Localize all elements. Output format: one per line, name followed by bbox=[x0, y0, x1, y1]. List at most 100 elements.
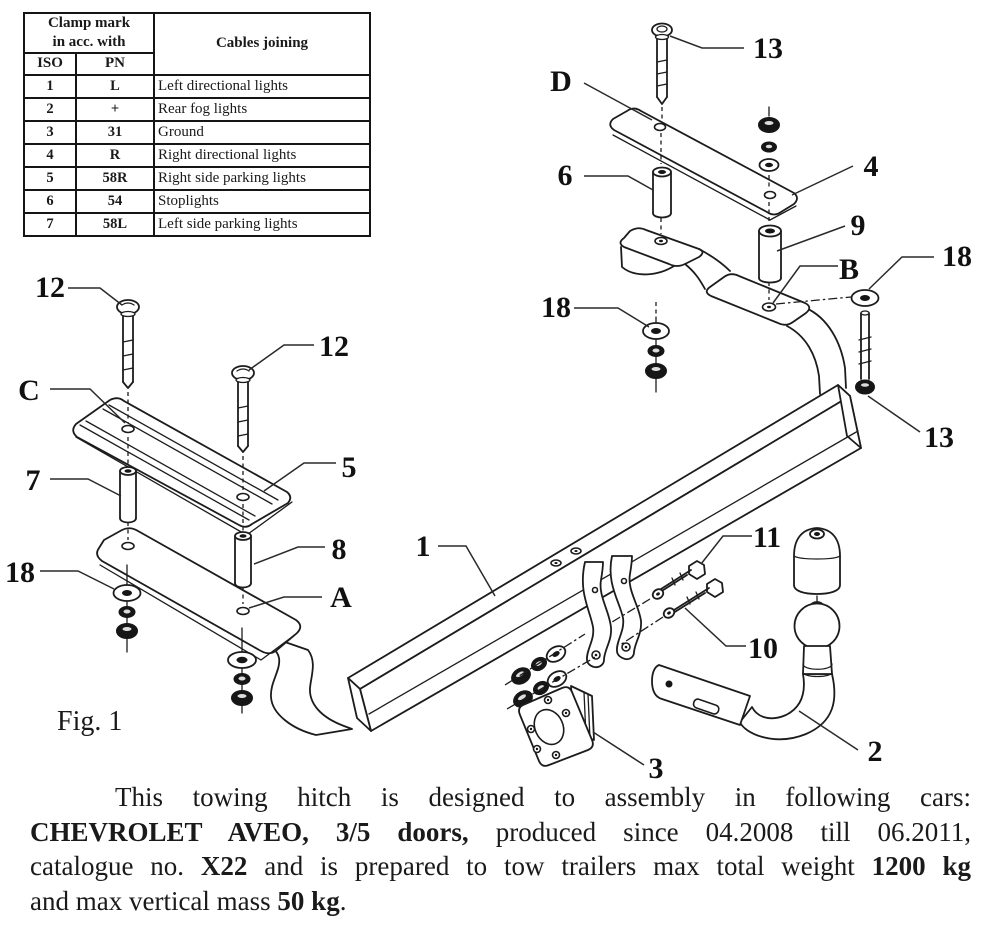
bolt-11 bbox=[651, 560, 706, 600]
clamp-mark-table: Clamp mark in acc. with Cables joining I… bbox=[23, 12, 371, 237]
part-label-B: B bbox=[839, 253, 859, 286]
leader-line-18 bbox=[868, 256, 934, 290]
cable-cell: Rear fog lights bbox=[153, 96, 371, 122]
pn-cell: 31 bbox=[75, 119, 155, 145]
leader-line-A bbox=[248, 596, 322, 609]
alignment-lines bbox=[127, 107, 852, 710]
leader-line-1 bbox=[438, 545, 496, 597]
bold-text: CHEVROLET AVEO, 3/5 doors, bbox=[30, 816, 469, 847]
pn-header: PN bbox=[75, 51, 155, 76]
paragraph-line-1: This towing hitch is designed to assembl… bbox=[30, 780, 971, 815]
part-label-12: 12 bbox=[35, 271, 65, 304]
towball bbox=[651, 527, 841, 741]
cable-cell: Right side parking lights bbox=[153, 165, 371, 191]
clamp-plate-a bbox=[96, 527, 302, 661]
part-label-7: 7 bbox=[26, 464, 41, 497]
iso-cell: 3 bbox=[23, 119, 77, 145]
cables-joining-header: Cables joining bbox=[153, 12, 371, 76]
washer-stack-a bbox=[227, 627, 257, 714]
leader-line-C bbox=[50, 388, 126, 424]
table-subheader-row: ISO PN bbox=[23, 51, 370, 76]
pn-cell: 58L bbox=[75, 211, 155, 237]
cable-cell: Right directional lights bbox=[153, 142, 371, 168]
text: This towing hitch is designed to assembl… bbox=[115, 782, 971, 812]
clamp-mark-header: Clamp mark in acc. with bbox=[23, 12, 155, 54]
text: . bbox=[339, 885, 347, 916]
iso-cell: 1 bbox=[23, 73, 77, 99]
pn-cell: L bbox=[75, 73, 155, 99]
leader-line-9 bbox=[776, 225, 846, 252]
description-paragraph: This towing hitch is designed to assembl… bbox=[30, 780, 971, 918]
washer-18-right bbox=[850, 289, 880, 307]
text: produced since 04.2008 till 06.2011, bbox=[468, 816, 971, 847]
part-label-2: 2 bbox=[868, 735, 883, 768]
part-label-6: 6 bbox=[558, 159, 573, 192]
pn-cell: 54 bbox=[75, 188, 155, 214]
leader-line-8 bbox=[253, 546, 325, 565]
bold-text: 50 kg bbox=[277, 885, 340, 916]
washer-stack-center bbox=[642, 302, 670, 393]
socket-plate bbox=[518, 685, 595, 767]
leader-line-7 bbox=[50, 478, 122, 497]
bolt-12-left bbox=[116, 299, 140, 389]
part-label-12: 12 bbox=[319, 330, 349, 363]
leader-line-13 bbox=[669, 35, 744, 49]
part-label-3: 3 bbox=[649, 752, 664, 780]
part-label-18: 18 bbox=[5, 556, 35, 589]
clamp-mark-header-line1: Clamp mark bbox=[47, 15, 131, 31]
paragraph-line-2: CHEVROLET AVEO, 3/5 doors, produced sinc… bbox=[30, 815, 971, 850]
clamp-mark-header-line2: in acc. with bbox=[52, 33, 126, 50]
part-label-A: A bbox=[330, 581, 352, 614]
leader-line-4 bbox=[791, 165, 854, 196]
bold-text: X22 bbox=[200, 851, 248, 881]
figure-caption: Fig. 1 bbox=[57, 706, 123, 737]
leader-line-18 bbox=[40, 570, 115, 590]
bolt-13-right bbox=[855, 310, 875, 395]
bold-text: 1200 kg bbox=[871, 851, 971, 881]
leader-line-18 bbox=[574, 307, 650, 328]
part-label-18: 18 bbox=[942, 240, 972, 273]
paragraph-line-4: and max vertical mass 50 kg. bbox=[30, 884, 971, 919]
leader-line-B bbox=[772, 265, 838, 304]
spacer-9 bbox=[758, 224, 782, 284]
spacer-8 bbox=[234, 531, 252, 589]
cable-cell: Left directional lights bbox=[153, 73, 371, 99]
iso-cell: 2 bbox=[23, 96, 77, 122]
spacer-6 bbox=[652, 166, 672, 219]
part-label-C: C bbox=[18, 374, 40, 407]
leader-line-3 bbox=[592, 731, 645, 766]
table-row: 2+Rear fog lights bbox=[23, 96, 371, 122]
cable-cell: Stoplights bbox=[153, 188, 371, 214]
bolt-12-right bbox=[231, 365, 255, 453]
pn-cell: R bbox=[75, 142, 155, 168]
leader-line-12 bbox=[248, 344, 314, 371]
pn-cell: 58R bbox=[75, 165, 155, 191]
leader-line-13 bbox=[867, 395, 921, 433]
part-label-5: 5 bbox=[342, 451, 357, 484]
cable-cell: Left side parking lights bbox=[153, 211, 371, 237]
iso-header: ISO bbox=[23, 51, 77, 76]
iso-cell: 4 bbox=[23, 142, 77, 168]
leader-line-D bbox=[583, 82, 653, 121]
part-label-13: 13 bbox=[924, 421, 954, 454]
part-label-1: 1 bbox=[416, 530, 431, 563]
part-label-D: D bbox=[550, 65, 572, 98]
washer-stack-left bbox=[112, 564, 142, 653]
spacer-7 bbox=[119, 466, 137, 524]
paragraph-line-3: catalogue no. X22 and is prepared to tow… bbox=[30, 849, 971, 884]
part-label-10: 10 bbox=[748, 632, 778, 665]
cable-cell: Ground bbox=[153, 119, 371, 145]
clamp-plate-d bbox=[609, 107, 798, 221]
part-label-8: 8 bbox=[332, 533, 347, 566]
text: and is prepared to tow trailers max tota… bbox=[247, 851, 872, 881]
ball-mount-brackets bbox=[581, 555, 642, 669]
